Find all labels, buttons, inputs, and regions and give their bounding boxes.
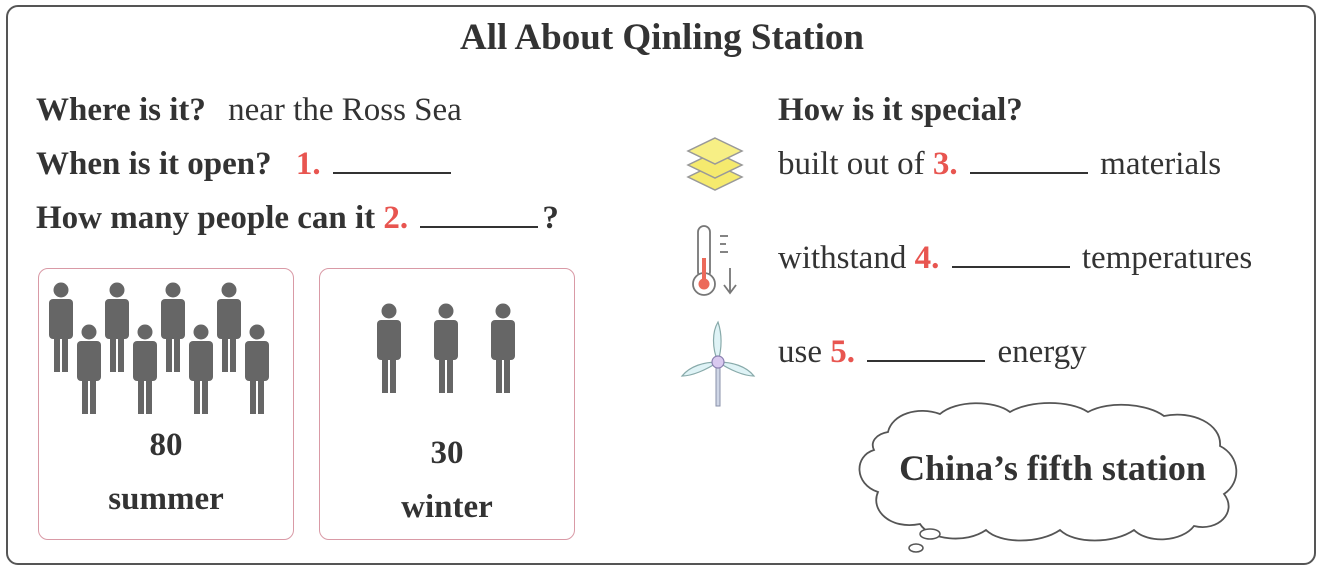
person-icon bbox=[161, 282, 185, 372]
special-item-materials-prefix: built out of bbox=[778, 146, 925, 182]
question-how-many-label: How many people can it bbox=[36, 200, 376, 236]
person-icon bbox=[434, 303, 458, 393]
summer-capacity-box: 80 summer bbox=[38, 268, 294, 540]
answer-blank-2[interactable] bbox=[420, 200, 539, 228]
person-icon bbox=[133, 324, 157, 414]
summer-count: 80 bbox=[149, 427, 183, 463]
special-heading: How is it special? bbox=[778, 92, 1023, 128]
layers-icon bbox=[686, 137, 744, 191]
blank-number-5: 5. bbox=[830, 334, 855, 370]
answer-blank-3[interactable] bbox=[969, 146, 1088, 174]
person-icon bbox=[105, 282, 129, 372]
blank-number-3: 3. bbox=[932, 146, 958, 182]
page-title: All About Qinling Station bbox=[459, 17, 865, 58]
winter-count: 30 bbox=[430, 435, 464, 471]
wind-turbine-icon bbox=[680, 320, 756, 407]
blank-number-2: 2. bbox=[383, 200, 409, 236]
special-item-energy: use 5. energy bbox=[778, 334, 1087, 371]
person-icon bbox=[245, 324, 269, 414]
summer-people-icons bbox=[49, 282, 269, 414]
winter-capacity-box: 30 winter bbox=[319, 268, 575, 540]
thermometer-icon bbox=[692, 225, 737, 296]
question-when-label: When is it open? bbox=[36, 146, 272, 182]
special-item-materials: built out of 3. materials bbox=[778, 146, 1221, 183]
answer-blank-5[interactable] bbox=[867, 334, 986, 362]
question-how-many: How many people can it 2. ? bbox=[36, 200, 559, 237]
summer-label: summer bbox=[108, 481, 224, 517]
winter-people-icons bbox=[377, 303, 515, 393]
special-item-temperatures: withstand 4. temperatures bbox=[778, 240, 1252, 277]
bubble-text: China’s fifth station bbox=[899, 448, 1206, 488]
special-item-energy-suffix: energy bbox=[997, 334, 1087, 370]
person-icon bbox=[77, 324, 101, 414]
person-icon bbox=[189, 324, 213, 414]
blank-number-4: 4. bbox=[914, 240, 940, 276]
page-frame bbox=[6, 5, 1316, 565]
question-when: When is it open? 1. bbox=[36, 146, 455, 183]
person-icon bbox=[377, 303, 401, 393]
answer-blank-1[interactable] bbox=[332, 146, 451, 174]
special-item-temperatures-suffix: temperatures bbox=[1081, 240, 1253, 276]
special-item-materials-suffix: materials bbox=[1100, 146, 1222, 182]
person-icon bbox=[491, 303, 515, 393]
winter-label: winter bbox=[401, 489, 493, 525]
special-item-energy-prefix: use bbox=[778, 334, 822, 370]
thought-bubble bbox=[858, 402, 1238, 553]
person-icon bbox=[217, 282, 241, 372]
special-item-temperatures-prefix: withstand bbox=[778, 240, 907, 276]
person-icon bbox=[49, 282, 73, 372]
question-mark: ? bbox=[542, 200, 559, 236]
question-where: Where is it? near the Ross Sea bbox=[36, 92, 462, 129]
question-where-answer: near the Ross Sea bbox=[228, 92, 462, 128]
answer-blank-4[interactable] bbox=[951, 240, 1070, 268]
question-where-label: Where is it? bbox=[36, 92, 206, 128]
blank-number-1: 1. bbox=[295, 146, 321, 182]
